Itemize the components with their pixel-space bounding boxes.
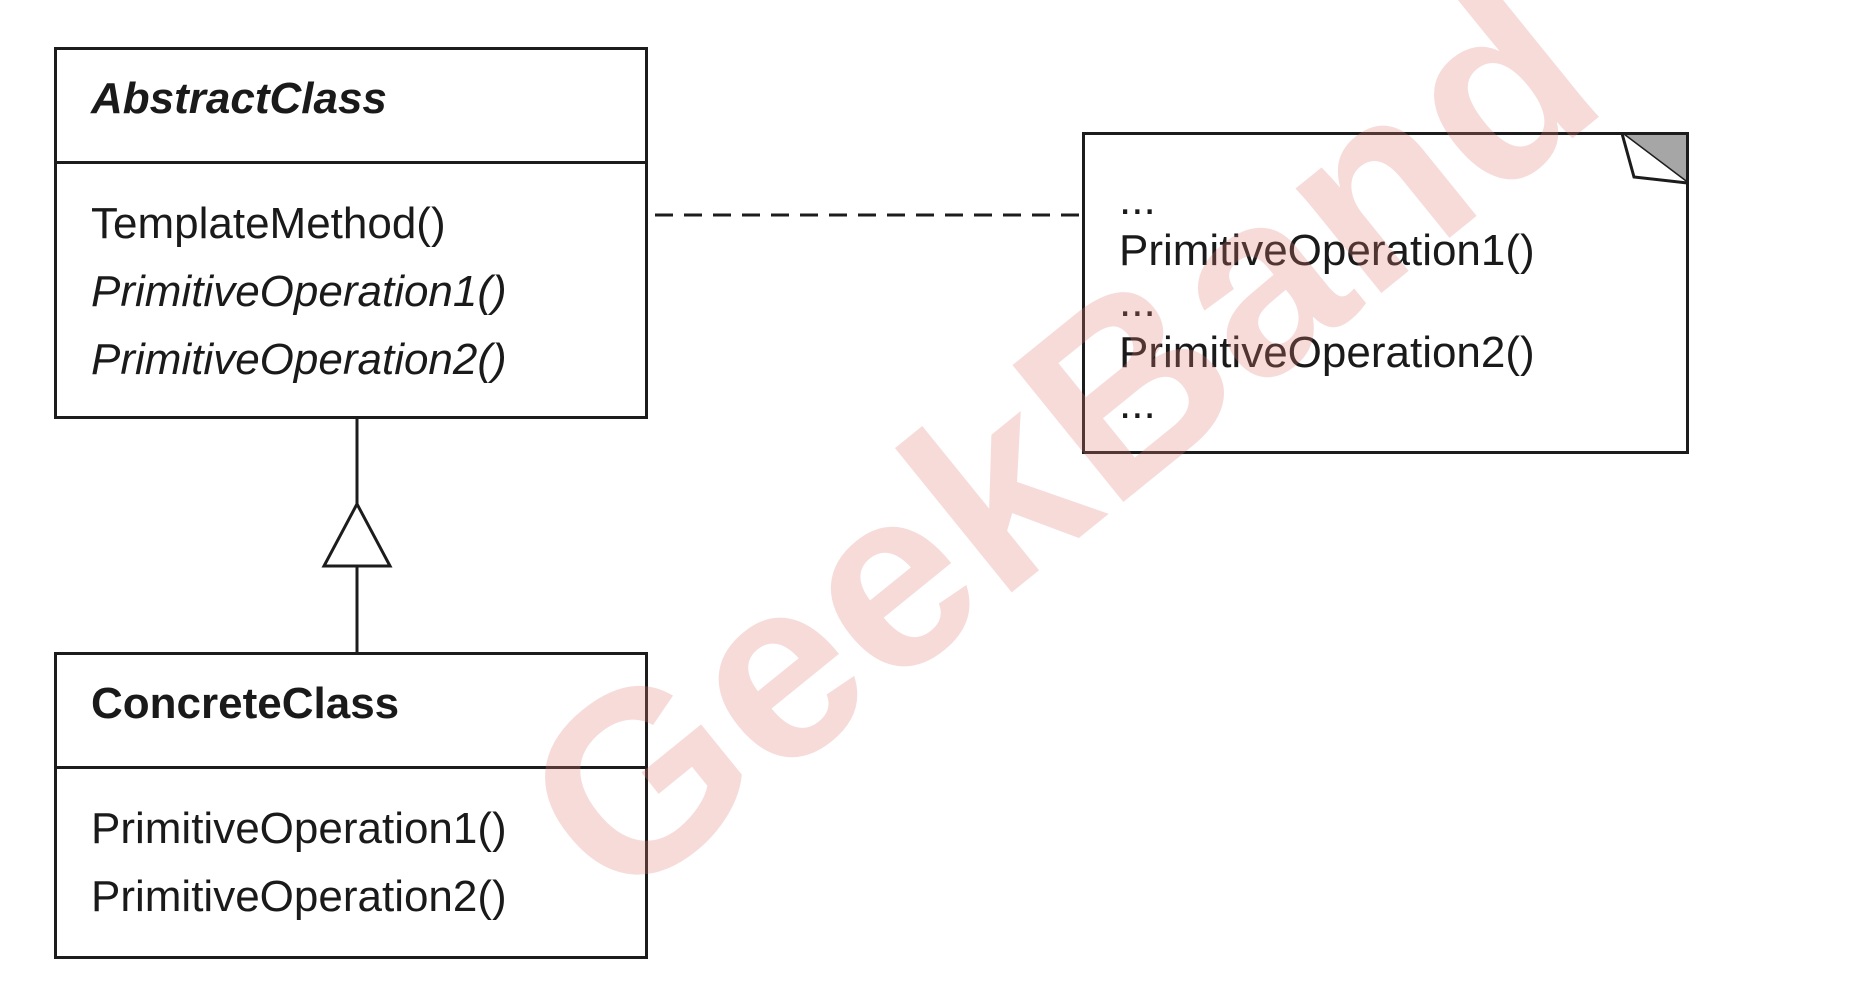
template-method-note: ... PrimitiveOperation1() ... PrimitiveO… — [1082, 132, 1689, 454]
note-primitive-operation-1: PrimitiveOperation1() — [1119, 226, 1535, 275]
note-text: ... PrimitiveOperation1() ... PrimitiveO… — [1119, 174, 1535, 429]
note-primitive-operation-2: PrimitiveOperation2() — [1119, 328, 1535, 377]
concrete-class-operations: PrimitiveOperation1() PrimitiveOperation… — [57, 769, 645, 931]
template-method-operation: TemplateMethod() — [91, 199, 446, 248]
concrete-class-box: ConcreteClass PrimitiveOperation1() Prim… — [54, 652, 648, 959]
primitive-operation-2: PrimitiveOperation2() — [91, 872, 507, 921]
primitive-operation-1: PrimitiveOperation1() — [91, 267, 507, 316]
note-outline — [1082, 132, 1689, 454]
abstract-class-operations: TemplateMethod() PrimitiveOperation1() P… — [57, 164, 645, 394]
primitive-operation-2: PrimitiveOperation2() — [91, 335, 507, 384]
note-ellipsis: ... — [1119, 277, 1156, 326]
abstract-class-box: AbstractClass TemplateMethod() Primitive… — [54, 47, 648, 419]
abstract-class-name: AbstractClass — [57, 50, 645, 164]
concrete-class-name: ConcreteClass — [57, 655, 645, 769]
note-ellipsis: ... — [1119, 379, 1156, 428]
note-ellipsis: ... — [1119, 175, 1156, 224]
primitive-operation-1: PrimitiveOperation1() — [91, 804, 507, 853]
inheritance-arrowhead — [321, 500, 393, 568]
